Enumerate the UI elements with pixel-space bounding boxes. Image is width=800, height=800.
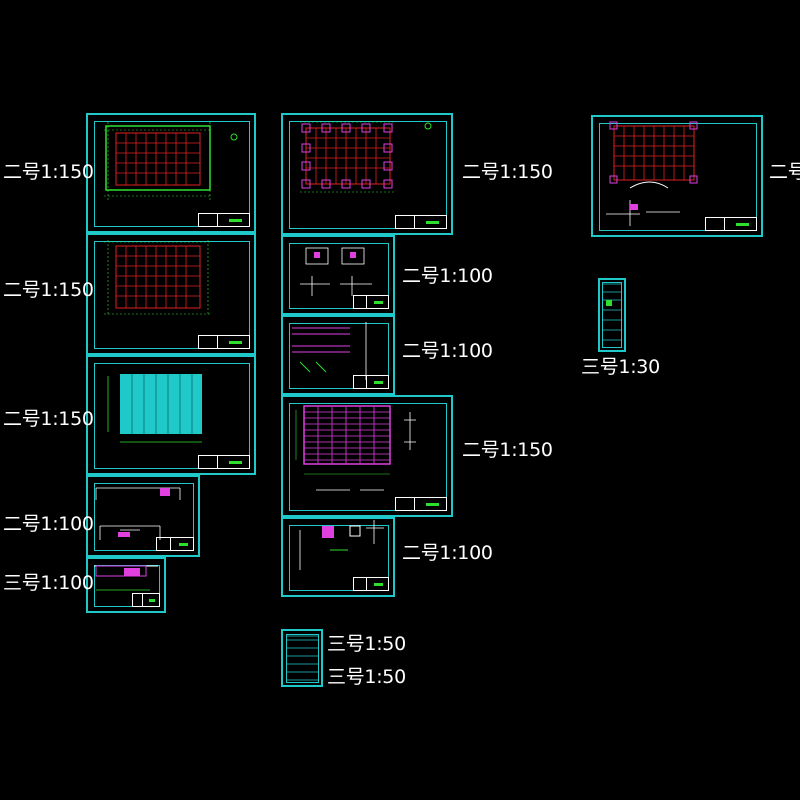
scale-label-left-2: 二号1:150 — [3, 279, 94, 301]
drawing-sheet-mid-4[interactable] — [281, 395, 453, 517]
scale-label-mid-4: 二号1:150 — [462, 439, 553, 461]
foundation-plan-1 — [300, 121, 432, 193]
scale-label-mid-2: 二号1:100 — [402, 265, 493, 287]
drawing-sheet-mid-2[interactable] — [281, 235, 395, 315]
scale-label-bottom-1: 三号1:50 — [327, 633, 406, 655]
roof-panel-plan — [107, 374, 202, 443]
scale-label-left-3: 二号1:150 — [3, 408, 94, 430]
scale-label-mid-3: 二号1:100 — [402, 340, 493, 362]
beam-details — [292, 322, 367, 380]
elevation-drawing-1 — [95, 487, 181, 540]
foundation-details-1 — [300, 247, 372, 296]
floor-plan-grid-1 — [104, 122, 238, 200]
drawing-sheet-right-1[interactable] — [591, 115, 763, 237]
scale-label-left-5: 三号1:100 — [3, 572, 94, 594]
drawing-sheet-bottom-small[interactable] — [281, 629, 323, 687]
scale-label-left-1: 二号1:150 — [3, 161, 94, 183]
scale-label-bottom-2: 三号1:50 — [327, 666, 406, 688]
drawing-sheet-mid-1[interactable] — [281, 113, 453, 235]
scale-label-mid-1: 二号1:150 — [462, 161, 553, 183]
site-plan-right — [606, 121, 698, 226]
small-vertical-sheet-content — [603, 283, 621, 341]
scale-label-right-1: 二号 — [769, 161, 800, 183]
elevation-drawing-2 — [94, 565, 158, 591]
connection-details — [299, 520, 384, 570]
drawing-sheet-left-4[interactable] — [86, 475, 200, 557]
drawing-sheet-left-2[interactable] — [86, 233, 256, 355]
roof-framing-plan — [295, 405, 416, 491]
small-sheet-content — [286, 635, 318, 681]
floor-plan-grid-2 — [104, 240, 212, 316]
scale-label-left-4: 二号1:100 — [3, 513, 94, 535]
scale-label-right-2: 三号1:30 — [581, 356, 660, 378]
scale-label-mid-5: 二号1:100 — [402, 542, 493, 564]
